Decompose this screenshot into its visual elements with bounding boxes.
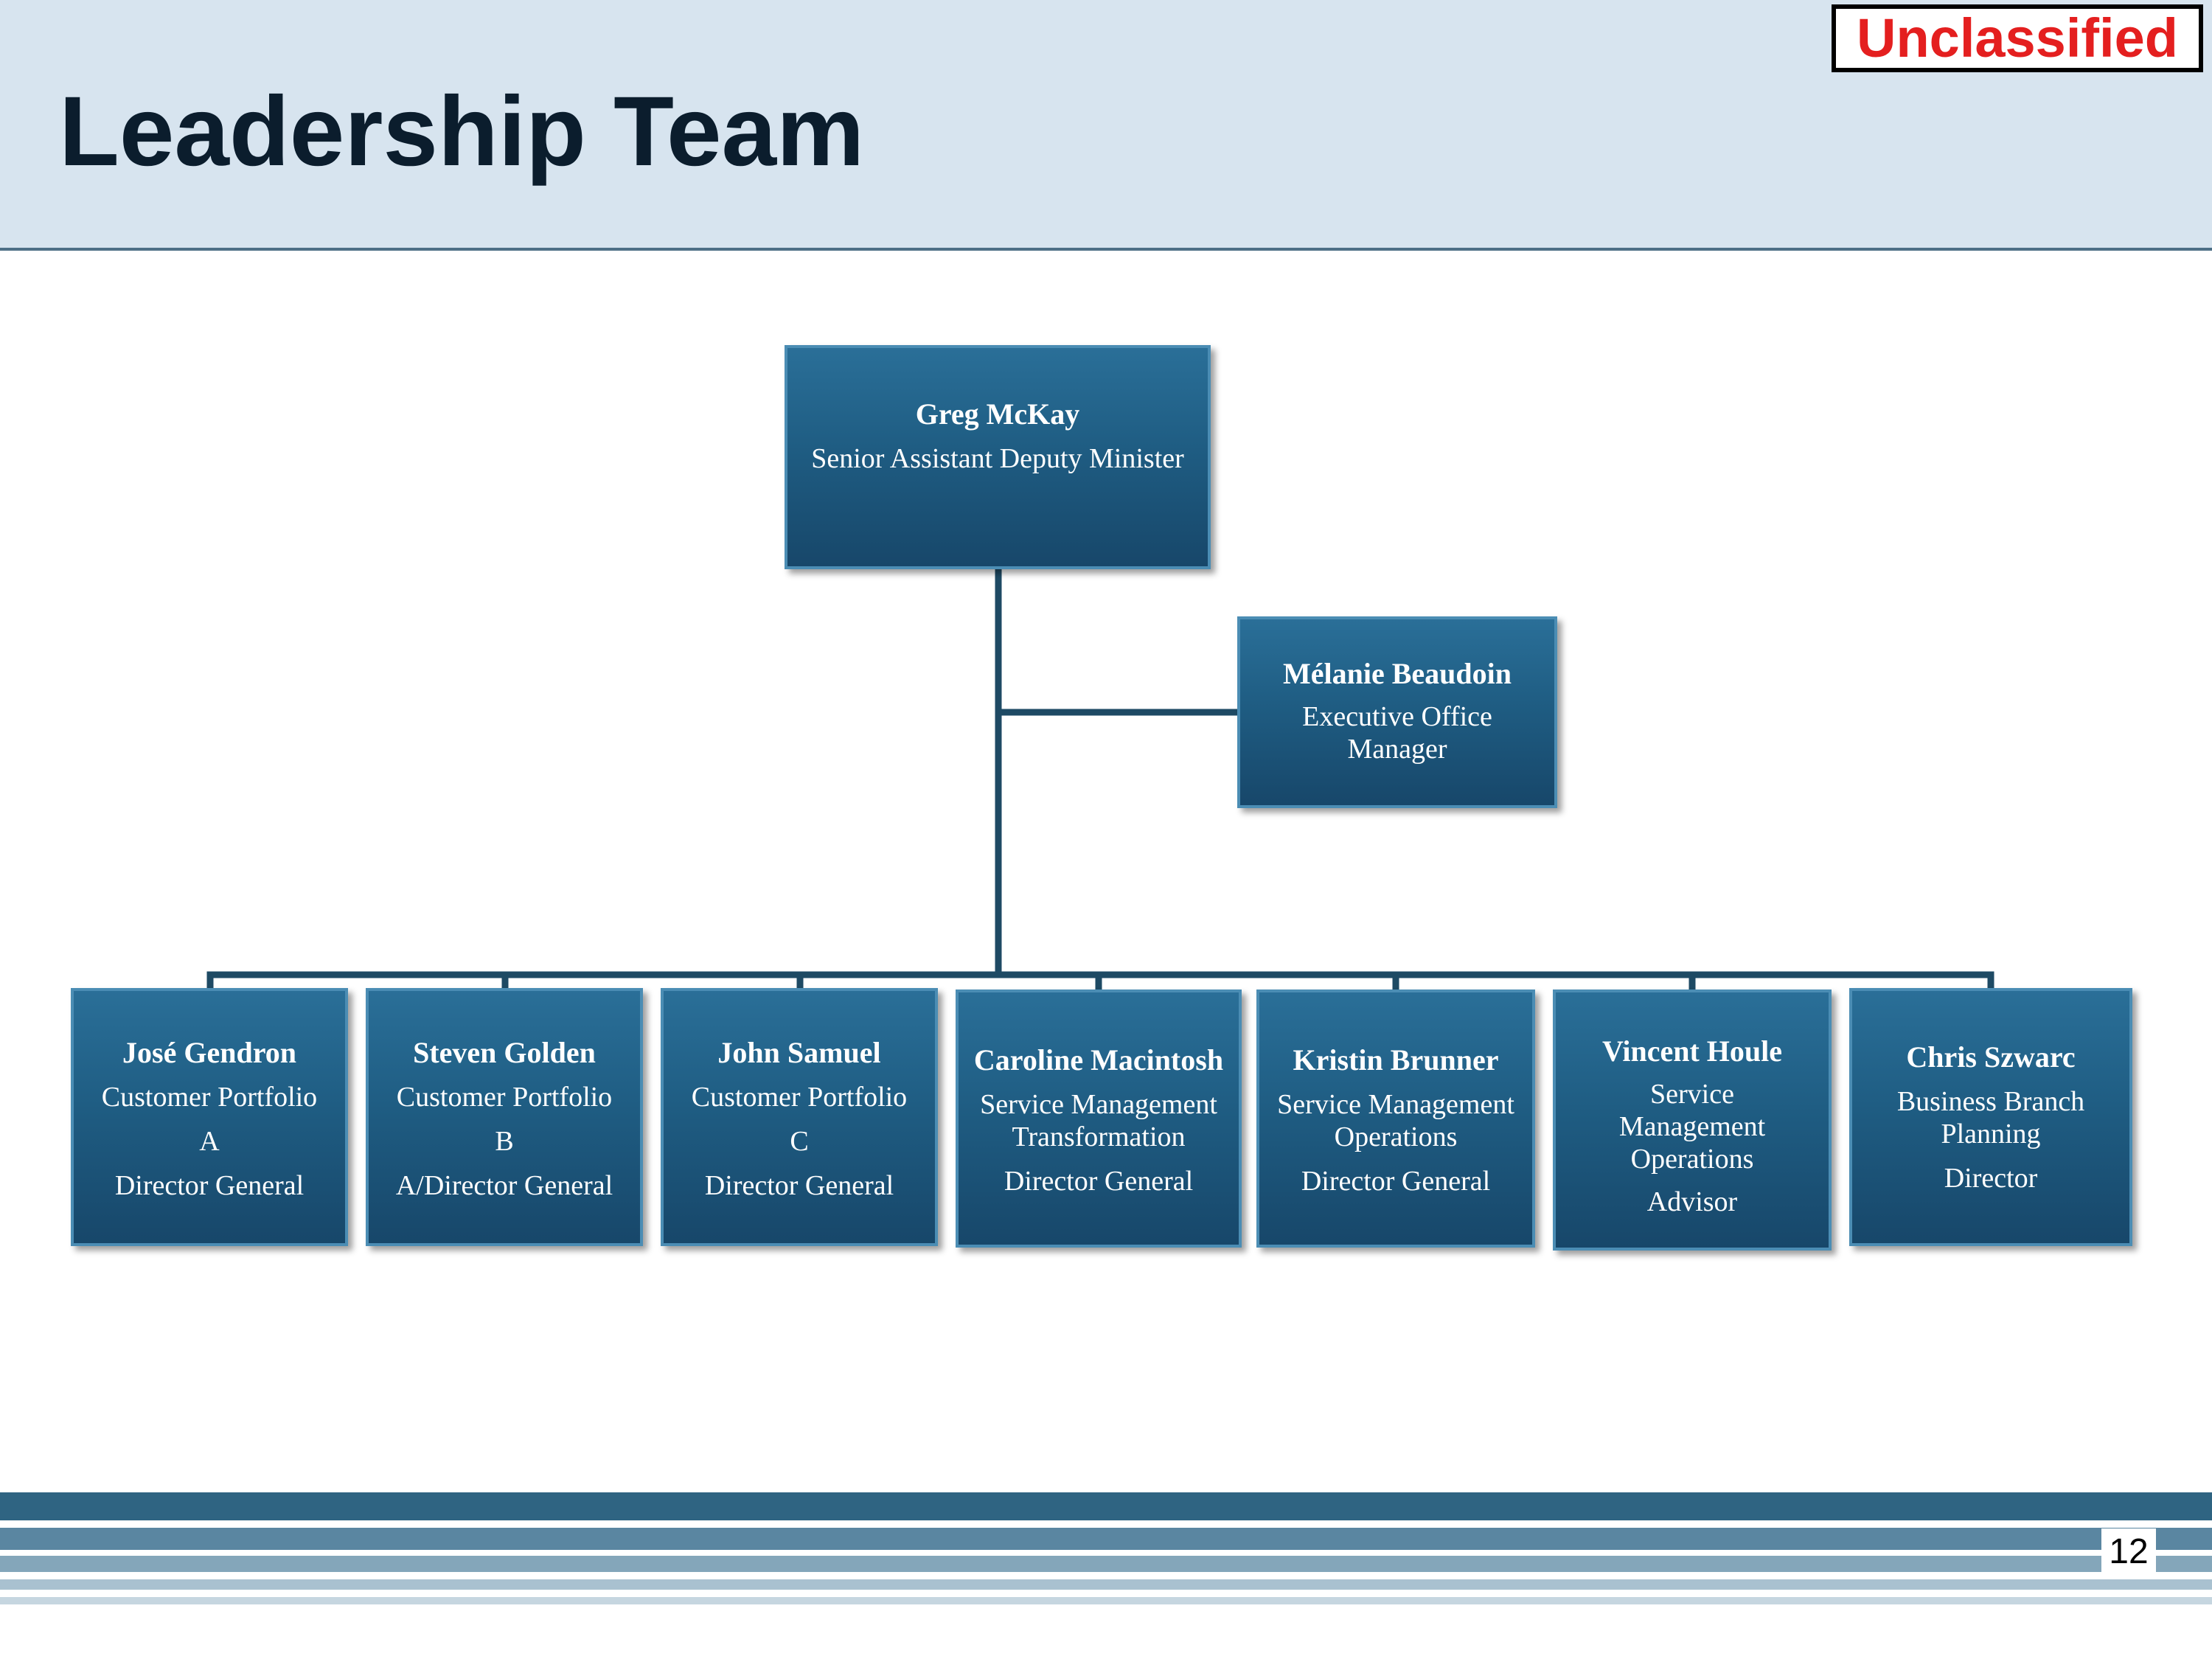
report-unit-line-1: Customer Portfolio — [691, 1082, 908, 1113]
org-box-report-6: Vincent Houle Service Management Operati… — [1553, 990, 1832, 1251]
report-role: Director General — [114, 1170, 305, 1201]
report-role: Director — [1944, 1163, 2038, 1194]
report-unit-line-1: Service Management — [1277, 1089, 1514, 1120]
report-unit-line-3: Operations — [1630, 1144, 1754, 1175]
footer-stripe-5 — [0, 1597, 2212, 1604]
org-box-head: Greg McKay Senior Assistant Deputy Minis… — [785, 345, 1211, 569]
report-name: Steven Golden — [413, 1036, 596, 1069]
org-box-report-4: Caroline Macintosh Service Management Tr… — [956, 990, 1242, 1248]
report-role: Director General — [1301, 1166, 1491, 1197]
report-name: Kristin Brunner — [1293, 1043, 1499, 1077]
report-unit-line-1: Service — [1650, 1079, 1734, 1110]
report-unit-line-2: C — [790, 1126, 809, 1157]
report-unit-line-2: A — [199, 1126, 220, 1157]
report-unit-line-1: Service Management — [980, 1089, 1217, 1120]
report-unit-line-2: Transformation — [1012, 1121, 1186, 1152]
report-unit-line-2: Planning — [1941, 1119, 2041, 1150]
org-box-report-7: Chris Szwarc Business Branch Planning Di… — [1849, 988, 2132, 1246]
slide-title: Leadership Team — [59, 77, 865, 187]
report-unit-line-1: Customer Portfolio — [396, 1082, 613, 1113]
footer-stripe-1 — [0, 1492, 2212, 1520]
footer-stripe-2 — [0, 1528, 2212, 1550]
org-box-report-1: José Gendron Customer Portfolio A Direct… — [71, 988, 348, 1246]
assistant-name: Mélanie Beaudoin — [1282, 657, 1512, 690]
footer-stripe-3 — [0, 1556, 2212, 1572]
classification-label: Unclassified — [1832, 4, 2203, 72]
report-name: John Samuel — [717, 1036, 881, 1069]
org-box-report-2: Steven Golden Customer Portfolio B A/Dir… — [366, 988, 643, 1246]
report-role: A/Director General — [395, 1170, 613, 1201]
report-name: Caroline Macintosh — [973, 1043, 1224, 1077]
report-name: Chris Szwarc — [1906, 1040, 2076, 1074]
report-unit-line-2: B — [495, 1126, 514, 1157]
assistant-title-line-2: Manager — [1347, 734, 1447, 765]
org-box-report-3: John Samuel Customer Portfolio C Directo… — [661, 988, 938, 1246]
report-name: Vincent Houle — [1601, 1034, 1783, 1068]
report-unit-line-2: Operations — [1334, 1121, 1458, 1152]
report-unit-line-1: Business Branch — [1896, 1086, 2085, 1117]
report-unit-line-1: Customer Portfolio — [101, 1082, 318, 1113]
org-box-report-5: Kristin Brunner Service Management Opera… — [1256, 990, 1535, 1248]
head-title: Senior Assistant Deputy Minister — [811, 443, 1184, 474]
report-name: José Gendron — [122, 1036, 296, 1069]
footer-stripe-4 — [0, 1579, 2212, 1590]
report-role: Advisor — [1646, 1186, 1738, 1217]
assistant-title-line-1: Executive Office — [1302, 701, 1492, 732]
org-box-assistant: Mélanie Beaudoin Executive Office Manage… — [1237, 616, 1557, 808]
head-name: Greg McKay — [915, 397, 1080, 431]
report-unit-line-2: Management — [1618, 1111, 1766, 1142]
report-role: Director General — [704, 1170, 894, 1201]
page-number: 12 — [2101, 1528, 2156, 1576]
report-role: Director General — [1004, 1166, 1194, 1197]
